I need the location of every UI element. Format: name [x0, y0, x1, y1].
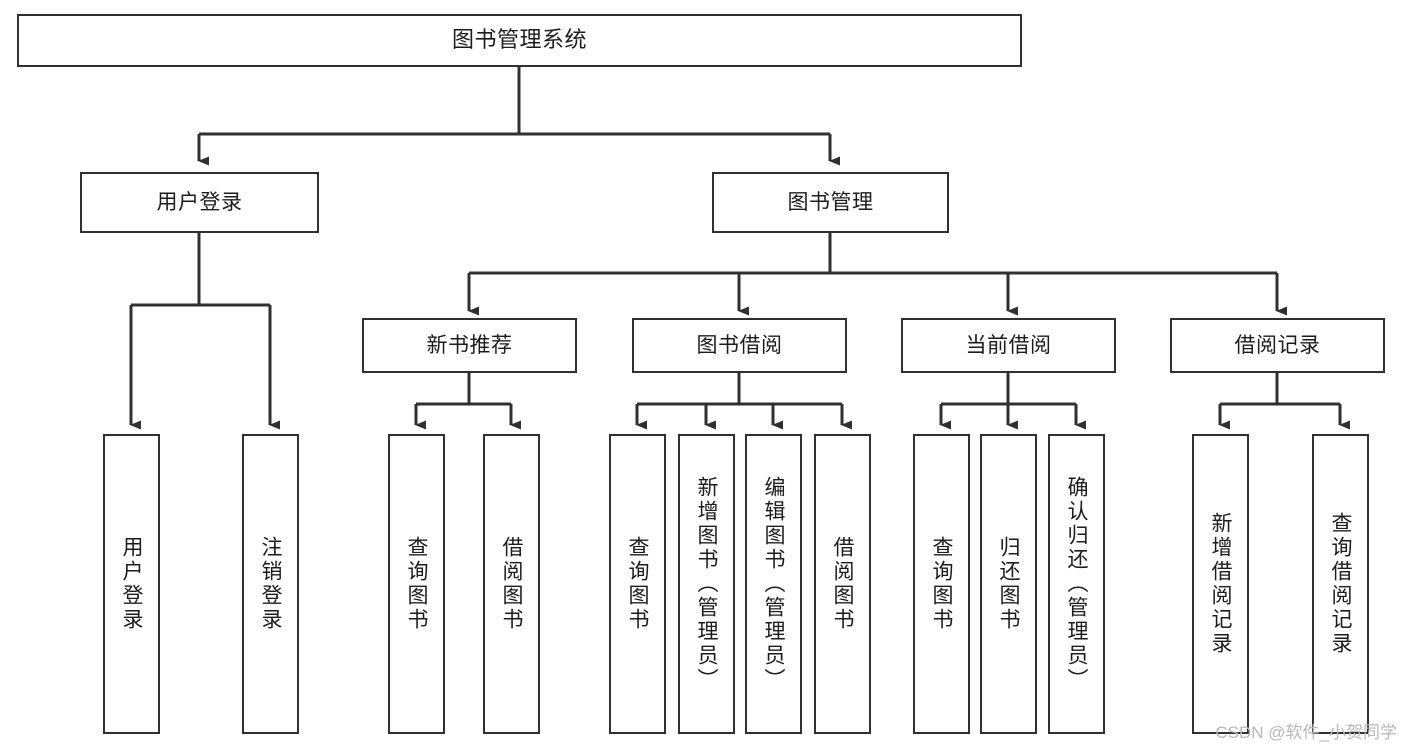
node-leaf-borrow-book-1[interactable]: 借阅图书 [483, 434, 540, 734]
node-label: 编辑图书（管理员） [762, 476, 785, 692]
node-label: 借阅图书 [500, 536, 523, 632]
node-leaf-query-book-3[interactable]: 查询图书 [913, 434, 970, 734]
node-label: 确认归还（管理员） [1065, 476, 1088, 692]
node-label: 图书管理 [787, 190, 874, 214]
node-leaf-query-book-2[interactable]: 查询图书 [609, 434, 666, 734]
node-leaf-borrow-book-2[interactable]: 借阅图书 [814, 434, 871, 734]
node-label: 查询图书 [626, 536, 649, 632]
node-label: 新增借阅记录 [1209, 512, 1232, 656]
node-label: 当前借阅 [965, 333, 1052, 357]
node-label: 用户登录 [120, 536, 143, 632]
node-label: 图书借阅 [696, 333, 783, 357]
node-leaf-return-book[interactable]: 归还图书 [980, 434, 1037, 734]
node-leaf-add-record[interactable]: 新增借阅记录 [1192, 434, 1249, 734]
node-label: 借阅图书 [831, 536, 854, 632]
node-leaf-logout-login[interactable]: 注销登录 [242, 434, 299, 734]
node-book-management[interactable]: 图书管理 [712, 172, 949, 233]
node-label: 用户登录 [156, 190, 243, 214]
node-leaf-query-book-1[interactable]: 查询图书 [388, 434, 445, 734]
node-leaf-query-record[interactable]: 查询借阅记录 [1312, 434, 1369, 734]
node-leaf-confirm-return[interactable]: 确认归还（管理员） [1048, 434, 1105, 734]
watermark-text: CSDN @软件_小贺同学 [1215, 723, 1397, 742]
node-label: 图书管理系统 [451, 27, 587, 53]
node-label: 查询借阅记录 [1329, 512, 1352, 656]
node-label: 新书推荐 [426, 333, 513, 357]
node-label: 查询图书 [405, 536, 428, 632]
node-user-login[interactable]: 用户登录 [80, 172, 319, 233]
node-root-book-management-system[interactable]: 图书管理系统 [17, 14, 1022, 67]
node-label: 借阅记录 [1234, 333, 1321, 357]
node-new-book-recommend[interactable]: 新书推荐 [362, 318, 577, 373]
node-label: 归还图书 [997, 536, 1020, 632]
node-book-borrow[interactable]: 图书借阅 [632, 318, 847, 373]
node-label: 查询图书 [930, 536, 953, 632]
node-leaf-edit-book[interactable]: 编辑图书（管理员） [745, 434, 802, 734]
node-label: 注销登录 [259, 536, 282, 632]
node-label: 新增图书（管理员） [695, 476, 718, 692]
node-leaf-user-login[interactable]: 用户登录 [103, 434, 160, 734]
node-borrow-record[interactable]: 借阅记录 [1170, 318, 1385, 373]
node-leaf-add-book[interactable]: 新增图书（管理员） [678, 434, 735, 734]
node-current-borrow[interactable]: 当前借阅 [901, 318, 1116, 373]
